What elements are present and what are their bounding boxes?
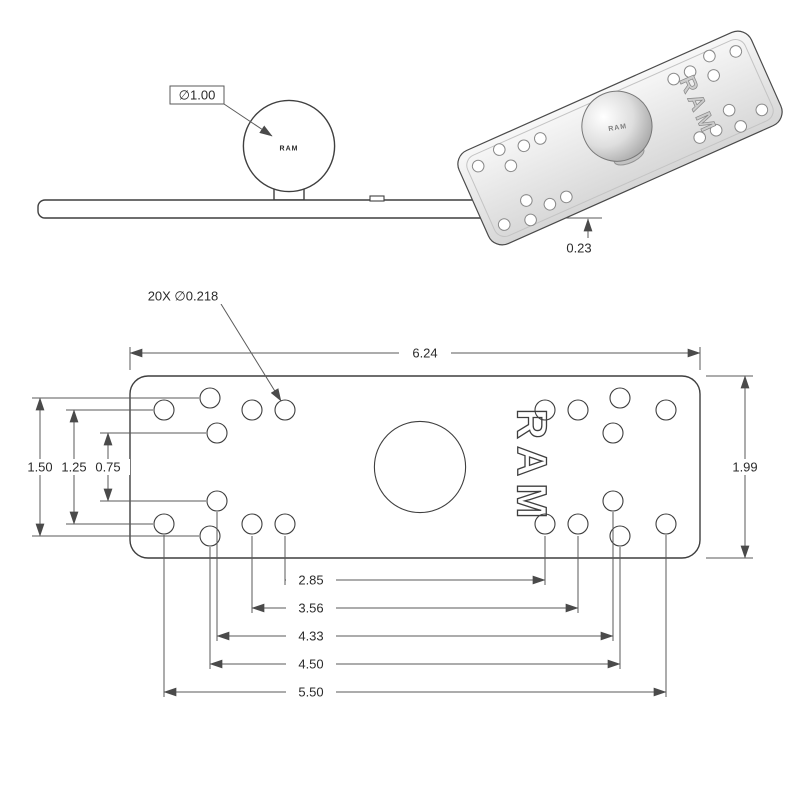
vertical-dim-075-label: 0.75 — [95, 460, 120, 475]
width-label: 6.24 — [412, 346, 437, 361]
width-dim: 6.24 — [129, 345, 701, 370]
side-plate — [37, 199, 541, 219]
thickness-label: 0.23 — [566, 241, 591, 256]
hole — [602, 422, 624, 444]
chain-dim-356-label: 3.56 — [298, 601, 323, 616]
plan-center-circle — [373, 420, 467, 514]
height-label: 1.99 — [732, 460, 757, 475]
ball-diameter-leader — [223, 103, 273, 137]
ball-diameter-label: ∅1.00 — [179, 88, 216, 103]
plan-view: RAM 20X ∅0.218 6.24 1.99 — [18, 288, 767, 700]
chain-dim-356: 3.56 — [251, 536, 579, 616]
vertical-dim-125: 1.25 — [52, 409, 153, 525]
chain-dim-550: 5.50 — [163, 535, 667, 700]
vertical-dim-125-label: 1.25 — [61, 460, 86, 475]
iso-view: RAM RAM — [457, 30, 783, 246]
hole — [241, 513, 263, 535]
chain-dim-450: 4.50 — [209, 547, 621, 672]
iso-ball-logo: RAM — [608, 123, 628, 133]
chain-dim-433-label: 4.33 — [298, 629, 323, 644]
chain-dim-433: 4.33 — [216, 512, 614, 644]
hole — [567, 513, 589, 535]
iso-ball — [581, 90, 653, 162]
hole — [199, 387, 221, 409]
hole — [274, 513, 296, 535]
hole — [534, 399, 556, 421]
side-ball-logo: RAM — [280, 146, 299, 153]
vertical-dim-075: 0.75 — [86, 432, 206, 502]
hole — [534, 513, 556, 535]
holes-callout-label: 20X ∅0.218 — [148, 289, 219, 304]
hole — [206, 490, 228, 512]
hole — [274, 399, 296, 421]
holes-callout-bg — [135, 288, 231, 304]
holes-callout: 20X ∅0.218 — [135, 288, 282, 402]
side-plate-notch — [369, 195, 385, 202]
hole — [655, 399, 677, 421]
side-ball — [242, 99, 336, 193]
plan-holes — [153, 387, 677, 547]
hole — [567, 399, 589, 421]
hole — [602, 490, 624, 512]
chain-dim-285: 2.85 — [284, 536, 546, 588]
iso-holes — [471, 45, 769, 231]
hole — [609, 387, 631, 409]
hole — [655, 513, 677, 535]
hole — [206, 422, 228, 444]
height-dim: 1.99 — [706, 375, 767, 559]
hole — [199, 525, 221, 547]
ball-diameter-label-box — [169, 85, 225, 105]
hole — [153, 399, 175, 421]
ball-diameter-dim: ∅1.00 — [169, 85, 273, 137]
hole — [609, 525, 631, 547]
hole — [153, 513, 175, 535]
chain-dim-550-label: 5.50 — [298, 685, 323, 700]
chain-dim-450-label: 4.50 — [298, 657, 323, 672]
plan-plate-logo: RAM — [509, 409, 556, 526]
vertical-dim-150: 1.50 — [18, 397, 199, 537]
hole — [241, 399, 263, 421]
vertical-dim-150-label: 1.50 — [27, 460, 52, 475]
chain-dim-285-label: 2.85 — [298, 573, 323, 588]
